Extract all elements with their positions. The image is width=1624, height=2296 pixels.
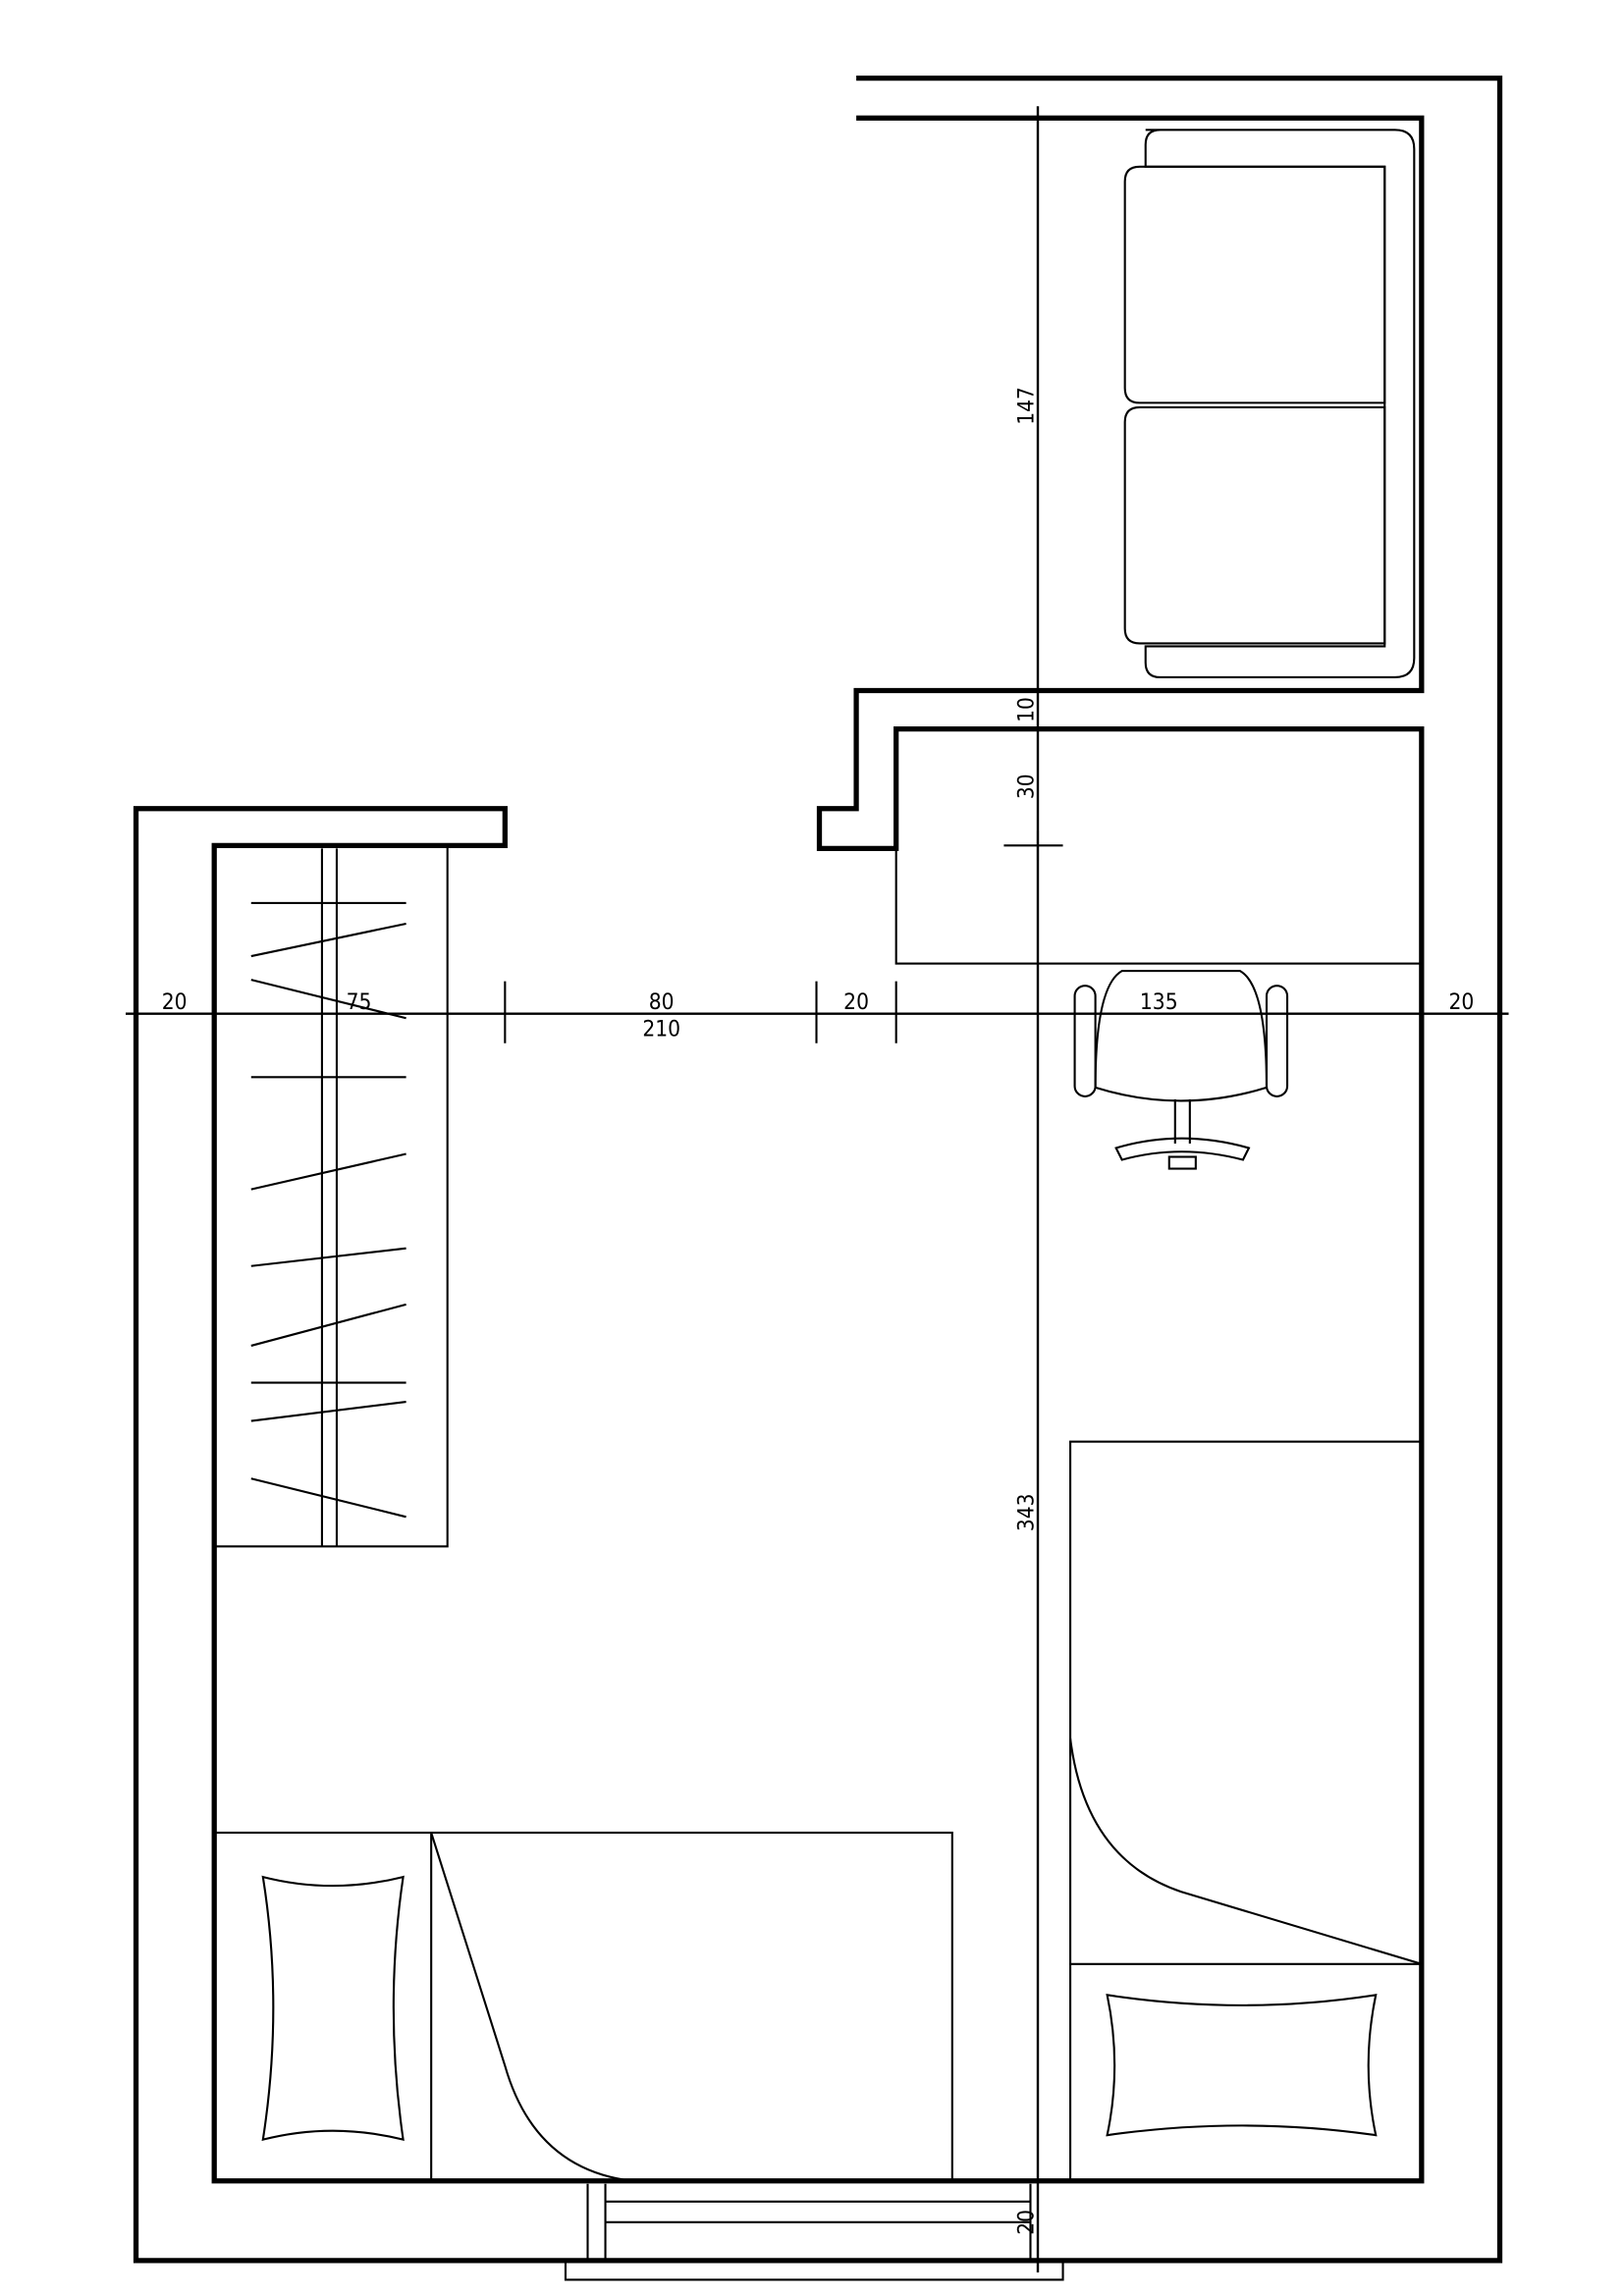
dim-label: 75 [347,989,372,1015]
dim-label: 30 [1013,774,1039,799]
dim-label: 20 [1449,989,1475,1015]
window [564,2183,1064,2281]
dim-label: 20 [843,989,869,1015]
dim-label: 135 [1140,989,1178,1015]
dim-label: 147 [1013,387,1039,425]
wardrobe [213,844,449,1548]
sofa [1123,129,1416,679]
desk [894,727,1423,965]
dimension-labels: 20 75 80 210 20 135 20 147 10 30 343 20 [162,387,1475,2235]
dim-label: 343 [1013,1493,1039,1531]
dim-label: 80 [649,989,675,1015]
dim-label: 20 [162,989,188,1015]
office-chair [1073,970,1289,1170]
dimension-lines [126,106,1509,2272]
dim-label: 10 [1013,697,1039,722]
bed-left [213,1831,953,2182]
bed-right [1069,1440,1423,2182]
dim-label-total: 210 [642,1016,680,1041]
dim-label: 20 [1013,2210,1039,2235]
